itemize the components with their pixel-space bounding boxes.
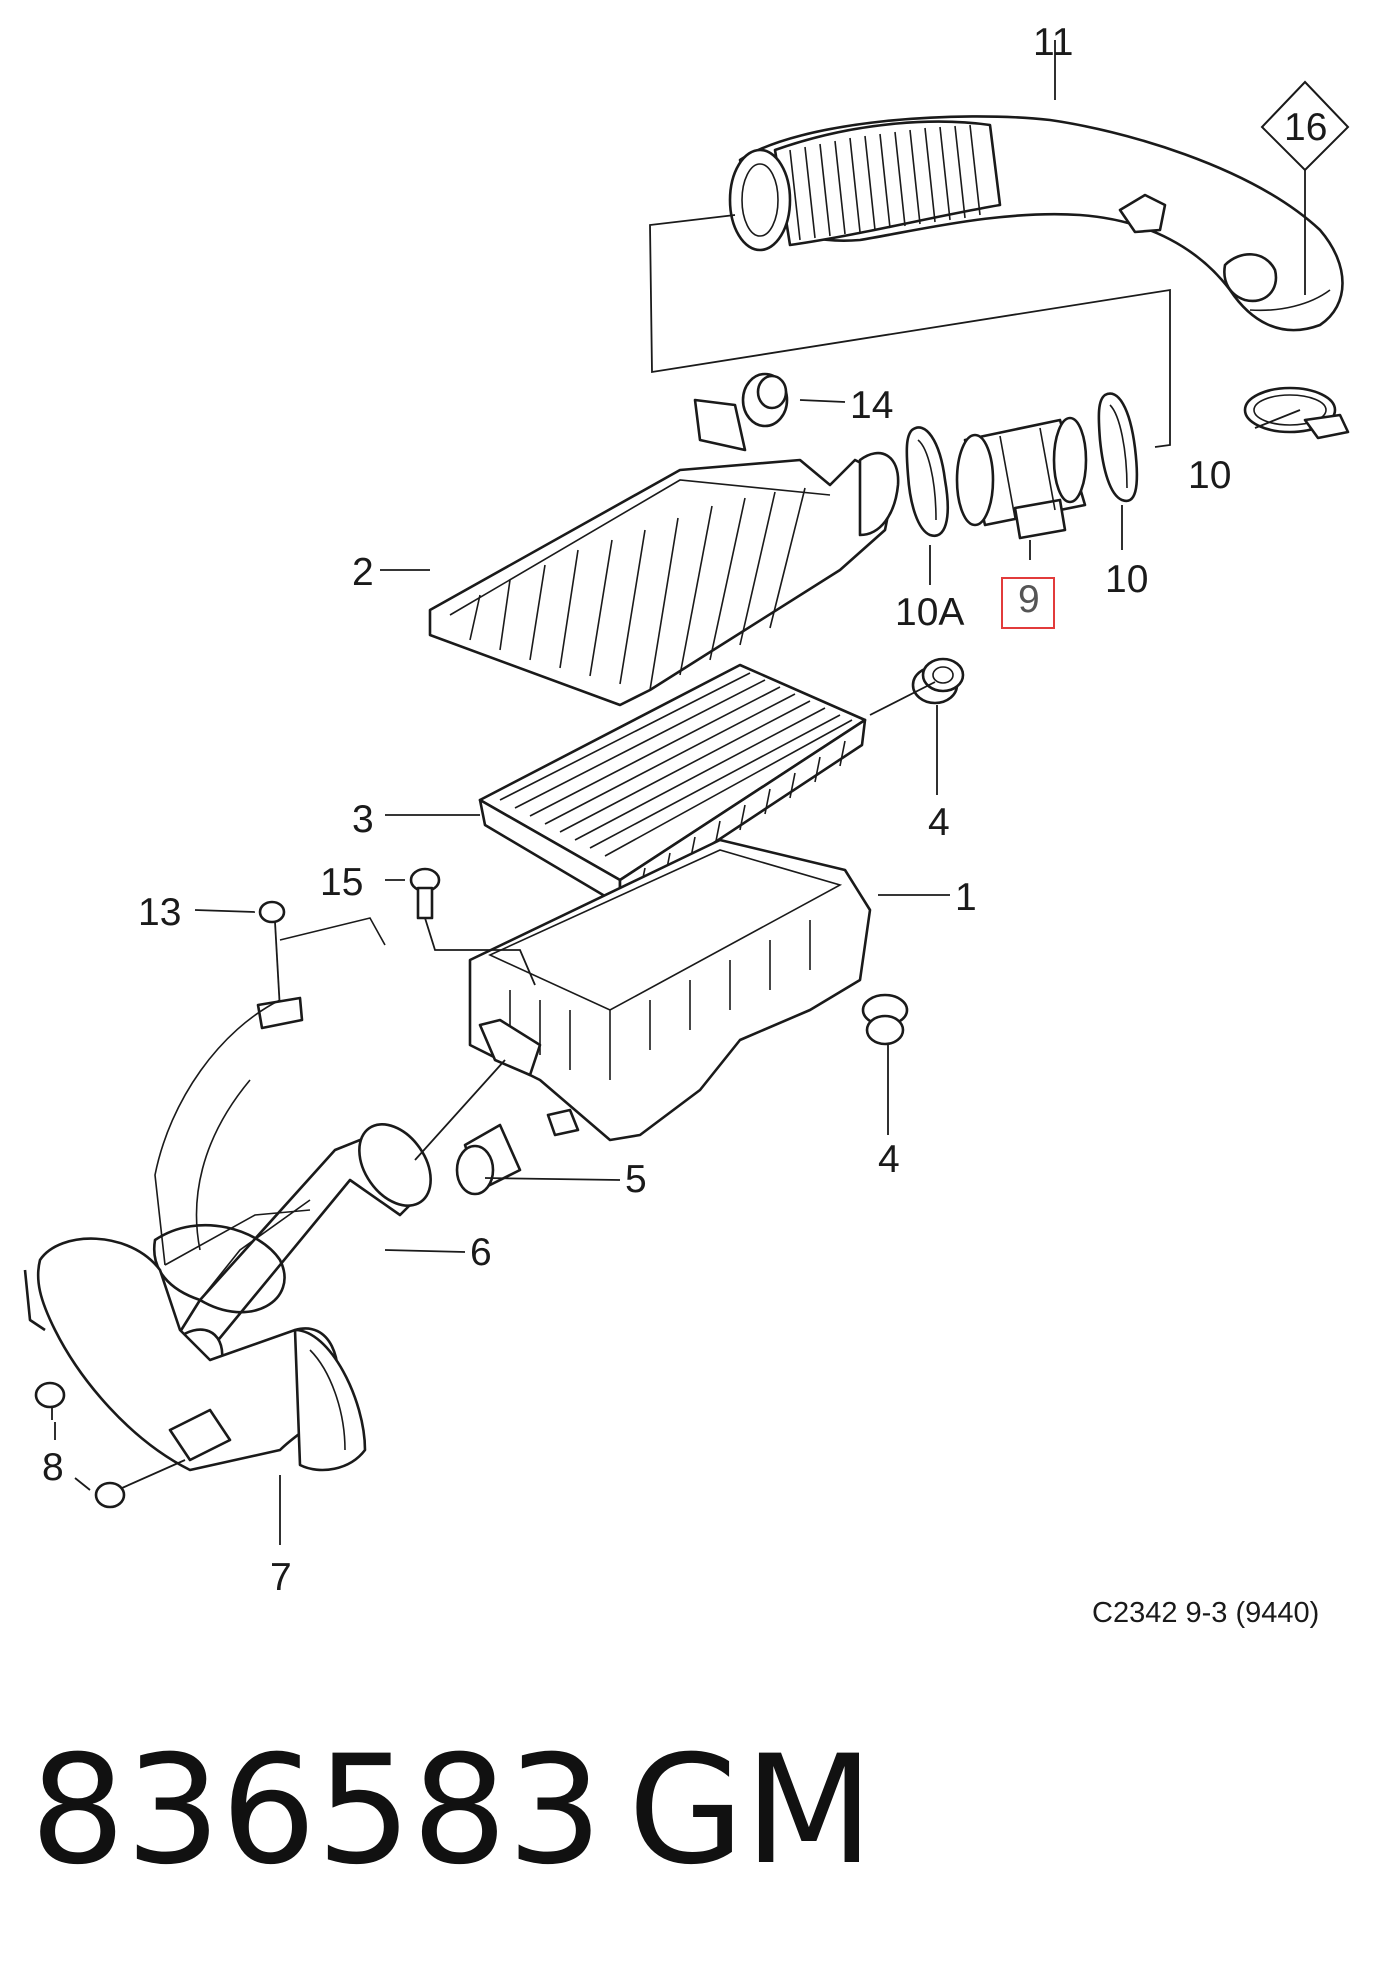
callout-10-right[interactable]: 10 xyxy=(1188,454,1231,497)
callout-15[interactable]: 15 xyxy=(320,861,363,904)
part-4-grommet-upper xyxy=(911,657,965,705)
part-10A-seal xyxy=(905,426,949,538)
part-15-screw xyxy=(409,867,536,986)
drawing-code: C2342 9-3 (9440) xyxy=(1092,1597,1319,1629)
part-11-intake-hose xyxy=(728,115,1344,332)
callout-5[interactable]: 5 xyxy=(625,1158,647,1201)
callout-13[interactable]: 13 xyxy=(138,891,181,934)
part-1-filter-housing-lower xyxy=(468,838,872,1142)
callout-10A[interactable]: 10A xyxy=(895,591,964,634)
part-13-nut xyxy=(256,900,386,1030)
callout-14[interactable]: 14 xyxy=(850,384,893,427)
callout-1[interactable]: 1 xyxy=(955,876,977,919)
part-14-grommet xyxy=(741,372,789,428)
callout-4-upper[interactable]: 4 xyxy=(928,801,950,844)
callout-10-middle[interactable]: 10 xyxy=(1105,558,1148,601)
part-9-air-mass-meter xyxy=(955,416,1088,540)
part-16-diamond-marker xyxy=(1260,80,1350,295)
part-10-seal xyxy=(1097,392,1139,503)
part-7-lower-duct xyxy=(23,999,367,1472)
callout-8[interactable]: 8 xyxy=(42,1446,64,1489)
callout-3[interactable]: 3 xyxy=(352,798,374,841)
part-5-sleeve xyxy=(455,1123,522,1196)
brand-name: GM xyxy=(628,1724,874,1898)
callout-7[interactable]: 7 xyxy=(270,1556,292,1599)
callout-2[interactable]: 2 xyxy=(352,551,374,594)
part-4-grommet-lower xyxy=(861,993,909,1046)
part-2-filter-housing-cover xyxy=(428,398,900,707)
callout-6[interactable]: 6 xyxy=(470,1231,492,1274)
callout-16[interactable]: 16 xyxy=(1284,106,1327,149)
callout-labels: 11 16 14 10 2 10A 9 10 3 4 15 1 13 4 5 6… xyxy=(42,21,1327,1599)
part-8-bolts xyxy=(34,1381,186,1509)
part-10-hose-clamp-large xyxy=(1243,386,1350,440)
leader-lines xyxy=(54,40,1301,1545)
callout-4-lower[interactable]: 4 xyxy=(878,1138,900,1181)
highlight-box-9 xyxy=(1001,577,1055,629)
callout-9-highlighted[interactable]: 9 xyxy=(1018,578,1040,621)
part-number: 836583 xyxy=(30,1724,603,1898)
callout-11[interactable]: 11 xyxy=(1033,21,1074,64)
